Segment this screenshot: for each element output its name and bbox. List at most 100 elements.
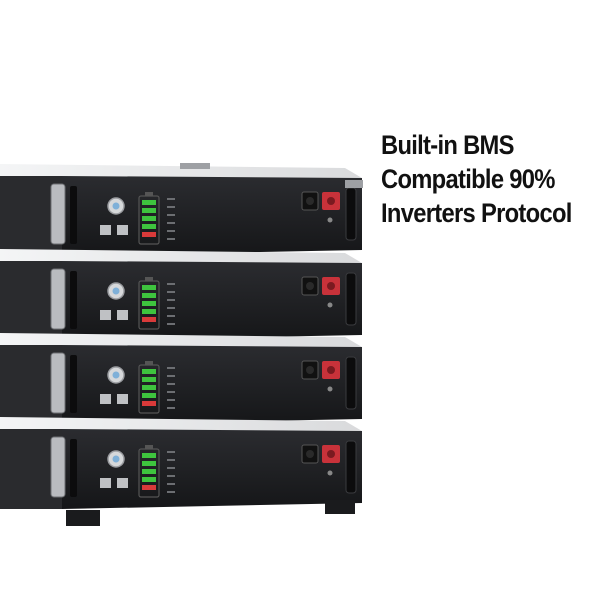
- right-handle-icon: [345, 272, 357, 326]
- handle-grip: [70, 355, 77, 413]
- headline-line-2: Compatible 90%: [381, 164, 555, 194]
- soc-scale-mark: [167, 383, 175, 385]
- feature-headline: Built-in BMS Compatible 90% Inverters Pr…: [381, 128, 572, 230]
- right-handle-icon: [345, 440, 357, 494]
- soc-scale-mark: [167, 238, 175, 240]
- soc-scale-mark: [167, 307, 175, 309]
- module-top-cover: [0, 417, 362, 431]
- link-out-port-icon: [117, 478, 128, 488]
- soc-bar: [142, 393, 156, 398]
- soc-bar: [142, 285, 156, 290]
- soc-scale-mark: [167, 299, 175, 301]
- terminal-socket: [327, 450, 335, 458]
- module-front-panel: [62, 345, 362, 425]
- left-handle-icon: [50, 352, 66, 414]
- soc-bar: [142, 477, 156, 482]
- base-foot: [325, 500, 355, 514]
- soc-scale-mark: [167, 198, 175, 200]
- module-top-cover: [0, 249, 362, 263]
- soc-bar: [142, 224, 156, 229]
- soc-indicator-cap: [145, 277, 153, 281]
- right-handle-icon: [345, 187, 357, 241]
- battery-module-2: [0, 249, 362, 341]
- soc-scale-mark: [167, 222, 175, 224]
- soc-scale-mark: [167, 323, 175, 325]
- top-bracket: [180, 163, 210, 169]
- soc-scale-mark: [167, 467, 175, 469]
- base-foot: [66, 510, 100, 526]
- battery-module-1: [0, 164, 362, 256]
- soc-bar: [142, 453, 156, 458]
- left-handle-icon: [50, 436, 66, 498]
- top-bracket: [345, 180, 363, 188]
- soc-scale-mark: [167, 491, 175, 493]
- module-front-panel: [62, 429, 362, 509]
- soc-bar: [142, 301, 156, 306]
- soc-scale-mark: [167, 475, 175, 477]
- link-out-port-icon: [117, 394, 128, 404]
- power-led: [112, 287, 120, 295]
- link-in-port-icon: [100, 225, 111, 235]
- soc-scale-mark: [167, 283, 175, 285]
- soc-bar: [142, 309, 156, 314]
- ground-screw-icon: [327, 386, 333, 392]
- soc-bar: [142, 293, 156, 298]
- headline-line-1: Built-in BMS: [381, 130, 514, 160]
- power-led: [112, 455, 120, 463]
- terminal-socket: [306, 366, 314, 374]
- soc-scale-mark: [167, 315, 175, 317]
- right-handle-icon: [345, 356, 357, 410]
- module-top-cover: [0, 164, 362, 178]
- soc-bar: [142, 401, 156, 406]
- soc-scale-mark: [167, 367, 175, 369]
- soc-bar: [142, 317, 156, 322]
- headline-line-3: Inverters Protocol: [381, 198, 572, 228]
- soc-scale-mark: [167, 230, 175, 232]
- soc-bar: [142, 216, 156, 221]
- soc-bar: [142, 369, 156, 374]
- ground-screw-icon: [327, 217, 333, 223]
- soc-indicator-cap: [145, 192, 153, 196]
- link-out-port-icon: [117, 225, 128, 235]
- soc-bar: [142, 485, 156, 490]
- soc-scale-mark: [167, 291, 175, 293]
- module-front-panel: [62, 261, 362, 341]
- soc-bar: [142, 208, 156, 213]
- battery-module-4: [0, 417, 362, 509]
- battery-module-3: [0, 333, 362, 425]
- power-led: [112, 202, 120, 210]
- soc-scale-mark: [167, 375, 175, 377]
- soc-scale-mark: [167, 483, 175, 485]
- soc-bar: [142, 232, 156, 237]
- power-led: [112, 371, 120, 379]
- soc-scale-mark: [167, 451, 175, 453]
- soc-indicator-cap: [145, 445, 153, 449]
- module-front-panel: [62, 176, 362, 256]
- soc-indicator-cap: [145, 361, 153, 365]
- handle-grip: [70, 186, 77, 244]
- terminal-socket: [327, 366, 335, 374]
- handle-grip: [70, 439, 77, 497]
- soc-bar: [142, 200, 156, 205]
- soc-scale-mark: [167, 399, 175, 401]
- terminal-socket: [306, 197, 314, 205]
- soc-bar: [142, 377, 156, 382]
- terminal-socket: [306, 282, 314, 290]
- ground-screw-icon: [327, 470, 333, 476]
- soc-bar: [142, 461, 156, 466]
- soc-scale-mark: [167, 391, 175, 393]
- module-top-cover: [0, 333, 362, 347]
- soc-bar: [142, 385, 156, 390]
- soc-scale-mark: [167, 214, 175, 216]
- soc-scale-mark: [167, 459, 175, 461]
- terminal-socket: [327, 197, 335, 205]
- left-handle-icon: [50, 183, 66, 245]
- terminal-socket: [306, 450, 314, 458]
- ground-screw-icon: [327, 302, 333, 308]
- link-out-port-icon: [117, 310, 128, 320]
- handle-grip: [70, 271, 77, 329]
- link-in-port-icon: [100, 394, 111, 404]
- link-in-port-icon: [100, 478, 111, 488]
